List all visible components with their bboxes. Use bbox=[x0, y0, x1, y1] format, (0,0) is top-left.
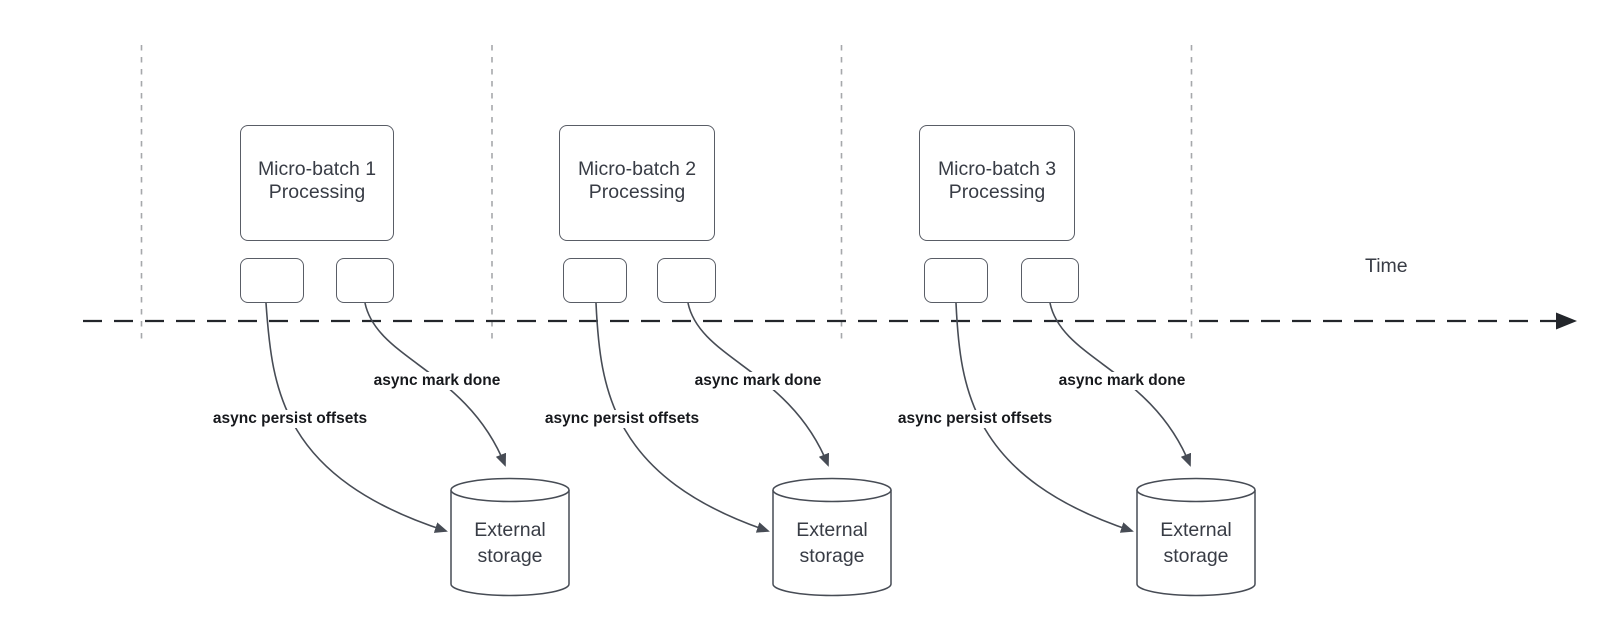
persist-offsets-arrow-2 bbox=[595, 302, 770, 533]
mark-done-label-2: async mark done bbox=[691, 372, 825, 390]
persist-offsets-arrow-3 bbox=[955, 302, 1134, 533]
external-storage-label-3: External storage bbox=[1136, 517, 1256, 569]
offset-task-box-1 bbox=[240, 258, 304, 303]
storage-label-line: storage bbox=[799, 545, 865, 567]
persist-offsets-label-3: async persist offsets bbox=[894, 410, 1056, 428]
box-title-line: Micro-batch 2 bbox=[577, 157, 697, 180]
box-title-line: Processing bbox=[588, 180, 686, 203]
storage-label-line: External bbox=[474, 519, 546, 541]
box-title-line: Processing bbox=[948, 180, 1046, 203]
cylinder-top bbox=[1136, 477, 1256, 503]
storage-label-line: External bbox=[1160, 519, 1232, 541]
external-storage-label-2: External storage bbox=[772, 517, 892, 569]
box-title-line: Micro-batch 1 bbox=[257, 157, 377, 180]
mark-done-task-box-3 bbox=[1021, 258, 1079, 303]
offset-task-box-2 bbox=[563, 258, 627, 303]
box-title-line: Micro-batch 3 bbox=[937, 157, 1057, 180]
mark-done-arrow-1 bbox=[364, 302, 507, 467]
time-axis-label: Time bbox=[1365, 255, 1408, 277]
persist-offsets-label-1: async persist offsets bbox=[209, 410, 371, 428]
mark-done-arrow-3 bbox=[1049, 302, 1192, 467]
box-title-line: Processing bbox=[268, 180, 366, 203]
storage-label-line: storage bbox=[1163, 545, 1229, 567]
storage-label-line: External bbox=[796, 519, 868, 541]
external-storage-label-1: External storage bbox=[450, 517, 570, 569]
timeline-arrowhead-icon bbox=[1556, 312, 1577, 330]
cylinder-top bbox=[772, 477, 892, 503]
external-storage-cylinder-2 bbox=[772, 477, 892, 597]
mark-done-label-1: async mark done bbox=[370, 372, 504, 390]
persist-offsets-arrow-1 bbox=[265, 302, 448, 533]
micro-batch-2-processing-box: Micro-batch 2 Processing bbox=[559, 125, 715, 241]
cylinder-body bbox=[450, 490, 570, 597]
external-storage-cylinder-1 bbox=[450, 477, 570, 597]
offset-task-box-3 bbox=[924, 258, 988, 303]
cylinder-top bbox=[450, 477, 570, 503]
mark-done-arrow-2 bbox=[687, 302, 830, 467]
storage-label-line: storage bbox=[477, 545, 543, 567]
mark-done-task-box-1 bbox=[336, 258, 394, 303]
external-storage-cylinder-3 bbox=[1136, 477, 1256, 597]
cylinder-body bbox=[1136, 490, 1256, 597]
mark-done-task-box-2 bbox=[657, 258, 716, 303]
micro-batch-1-processing-box: Micro-batch 1 Processing bbox=[240, 125, 394, 241]
cylinder-body bbox=[772, 490, 892, 597]
mark-done-label-3: async mark done bbox=[1055, 372, 1189, 390]
persist-offsets-label-2: async persist offsets bbox=[541, 410, 703, 428]
micro-batch-3-processing-box: Micro-batch 3 Processing bbox=[919, 125, 1075, 241]
